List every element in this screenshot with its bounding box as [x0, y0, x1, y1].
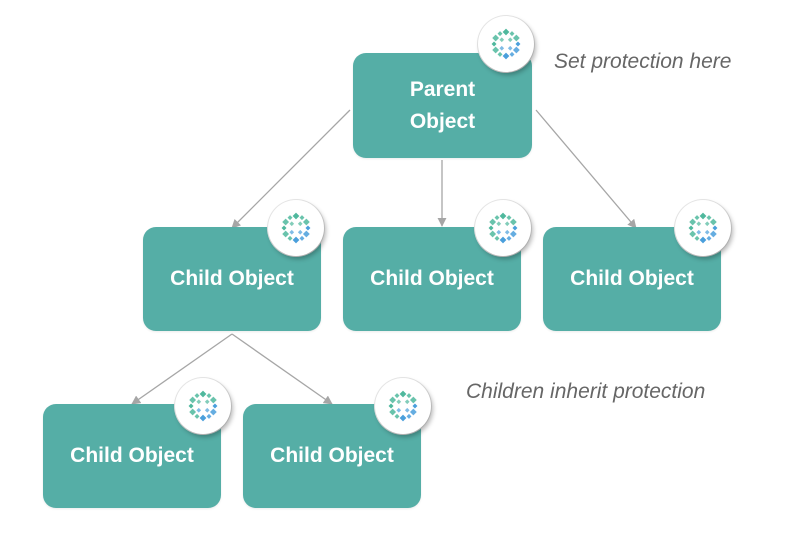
set-protection-caption: Set protection here	[554, 50, 732, 73]
connector-parent-child-1	[231, 109, 351, 229]
child-object-node-2: Child Object	[343, 227, 521, 331]
shield-ring-icon	[475, 200, 531, 256]
connector-child-grandchild-1	[131, 333, 233, 405]
parent-object-label: Parent Object	[409, 78, 476, 133]
child-object-label-2: Child Object	[370, 267, 494, 291]
grandchild-object-label-1: Child Object	[70, 444, 194, 468]
inherit-protection-caption: Children inherit protection	[466, 380, 706, 403]
shield-ring-icon	[268, 200, 324, 256]
shield-ring-icon	[675, 200, 731, 256]
child-object-label-3: Child Object	[570, 267, 694, 291]
shield-ring-icon	[375, 378, 431, 434]
connector-child-grandchild-2	[231, 333, 333, 405]
shield-ring-icon	[175, 378, 231, 434]
grandchild-object-label-2: Child Object	[270, 444, 394, 468]
parent-object-node: Parent Object	[353, 53, 532, 158]
shield-ring-icon	[478, 16, 534, 72]
connector-parent-child-3	[535, 109, 637, 229]
child-object-label-1: Child Object	[170, 267, 294, 291]
